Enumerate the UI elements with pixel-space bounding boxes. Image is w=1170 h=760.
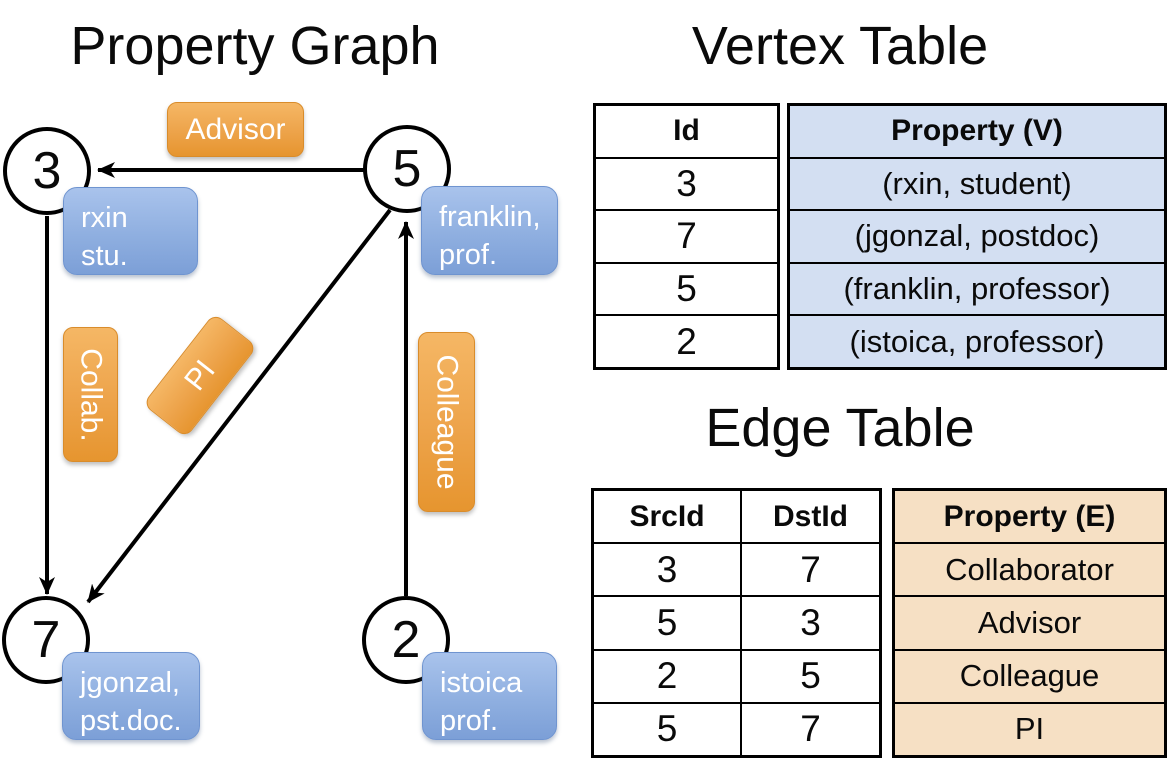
node-5-property-box: franklin, prof. bbox=[421, 186, 558, 275]
vertex-table-id-cell: 2 bbox=[596, 314, 777, 367]
edge-table-property-cell: Advisor bbox=[895, 595, 1164, 649]
property-graph-title: Property Graph bbox=[70, 16, 440, 76]
vertex-table-id-header: Id bbox=[673, 114, 700, 148]
graph-node-2: 2 bbox=[362, 596, 450, 684]
graph-node-5-id: 5 bbox=[392, 140, 422, 198]
edge-table-dstid-header: DstId bbox=[773, 499, 848, 533]
node-7-property-line1: jgonzal, bbox=[80, 667, 180, 699]
vertex-table-property-cell: (rxin, student) bbox=[790, 156, 1164, 210]
edge-label-colleague-text: Colleague bbox=[430, 354, 464, 490]
vertex-table-property-header: Property (V) bbox=[790, 106, 1164, 157]
edge-table-srcid-cell: 5 bbox=[594, 703, 742, 756]
edge-label-advisor-text: Advisor bbox=[185, 112, 286, 146]
node-2-property-line2: prof. bbox=[440, 705, 499, 737]
edge-table-row: 3 7 bbox=[594, 542, 879, 596]
node-3-property-line1: rxin bbox=[81, 202, 128, 234]
node-3-property-box: rxin stu. bbox=[63, 187, 198, 275]
edge-table-srcid-cell: 3 bbox=[594, 544, 742, 596]
edge-table-dstid-cell: 3 bbox=[800, 602, 821, 643]
vertex-table-id-cell: 7 bbox=[596, 209, 777, 262]
edge-table-property-cell: Colleague bbox=[895, 648, 1164, 702]
edge-5-to-7-pi bbox=[86, 208, 392, 604]
edge-label-collab: Collab. bbox=[63, 327, 118, 462]
edge-table-header-row: SrcId DstId bbox=[594, 491, 879, 543]
graph-node-3-id: 3 bbox=[32, 142, 62, 200]
edge-label-pi-text: PI bbox=[177, 353, 222, 397]
node-5-property-line1: franklin, bbox=[439, 201, 541, 233]
node-2-property-line1: istoica bbox=[440, 667, 523, 699]
graph-node-7-id: 7 bbox=[31, 611, 61, 669]
edge-table-srcid-header: SrcId bbox=[594, 491, 742, 543]
vertex-table-id-cell: 5 bbox=[596, 261, 777, 315]
edge-table-dstid-cell: 7 bbox=[800, 708, 821, 750]
edge-table-row: 2 5 bbox=[594, 648, 879, 702]
edge-table-property-column: Property (E) Collaborator Advisor Collea… bbox=[892, 488, 1167, 758]
edge-table: SrcId DstId 3 7 5 3 2 5 5 7 Property (E)… bbox=[591, 488, 1167, 758]
edge-label-colleague: Colleague bbox=[418, 332, 475, 512]
node-2-property-box: istoica prof. bbox=[422, 652, 557, 740]
edge-table-dstid-cell: 7 bbox=[800, 548, 821, 590]
graph-node-5: 5 bbox=[363, 125, 451, 213]
node-7-property-line2: pst.doc. bbox=[80, 705, 182, 737]
edge-table-property-cell: Collaborator bbox=[895, 542, 1164, 596]
vertex-table-property-column: Property (V) (rxin, student) (jgonzal, p… bbox=[787, 103, 1167, 370]
graph-node-2-id: 2 bbox=[391, 611, 421, 669]
edge-table-srcid-cell: 5 bbox=[594, 597, 742, 649]
vertex-table-property-cell: (istoica, professor) bbox=[790, 314, 1164, 367]
edge-table-property-header: Property (E) bbox=[895, 491, 1164, 543]
vertex-table-title: Vertex Table bbox=[691, 16, 989, 76]
vertex-table-id-cell: 3 bbox=[596, 156, 777, 210]
vertex-table: Id 3 7 5 2 Property (V) (rxin, student) … bbox=[593, 103, 1167, 370]
edge-table-title: Edge Table bbox=[705, 398, 975, 458]
edge-label-advisor: Advisor bbox=[167, 102, 304, 157]
node-5-property-line2: prof. bbox=[439, 239, 498, 271]
edge-table-ids-columns: SrcId DstId 3 7 5 3 2 5 5 7 bbox=[591, 488, 882, 758]
edge-table-row: 5 3 bbox=[594, 595, 879, 649]
edge-table-row: 5 7 bbox=[594, 701, 879, 756]
edge-table-property-cell: PI bbox=[895, 701, 1164, 756]
node-7-property-box: jgonzal, pst.doc. bbox=[62, 652, 200, 740]
edge-table-dstid-cell: 5 bbox=[800, 655, 821, 697]
graph-edges-canvas bbox=[39, 162, 414, 604]
edge-table-srcid-cell: 2 bbox=[594, 650, 742, 702]
edge-label-collab-text: Collab. bbox=[74, 347, 108, 442]
vertex-table-property-cell: (franklin, professor) bbox=[790, 261, 1164, 315]
node-3-property-line2: stu. bbox=[81, 240, 128, 272]
vertex-table-id-column: Id 3 7 5 2 bbox=[593, 103, 780, 370]
vertex-table-property-cell: (jgonzal, postdoc) bbox=[790, 209, 1164, 262]
